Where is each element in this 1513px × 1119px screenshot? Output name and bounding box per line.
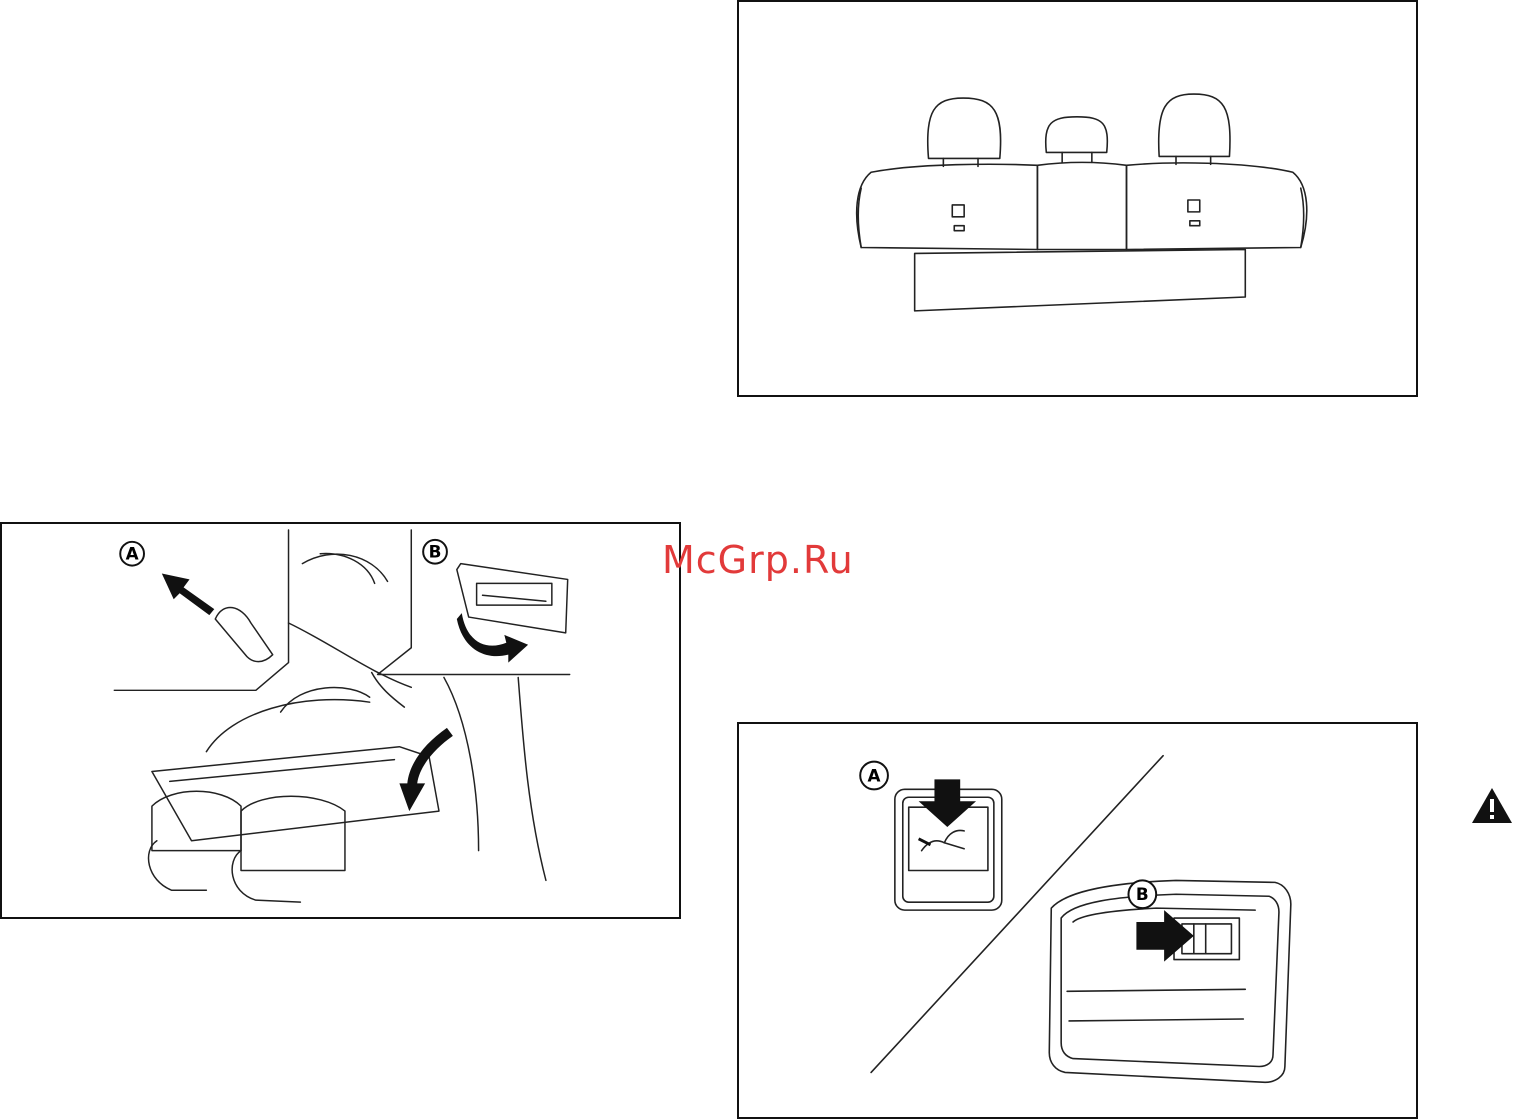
callout-b-fold: B: [423, 540, 447, 564]
watermark-text: McGrp.Ru: [662, 538, 854, 582]
warning-triangle-icon: [1470, 786, 1513, 826]
callout-b-control: B: [1128, 880, 1156, 908]
rear-seat-drawing: [739, 2, 1416, 395]
pull-arrow-icon: [162, 573, 214, 615]
seat-control-drawing: A B: [739, 724, 1416, 1117]
seat-fold-illustration: A B: [0, 522, 681, 919]
svg-text:B: B: [1136, 884, 1149, 904]
seat-fold-drawing: A B: [2, 524, 679, 917]
svg-text:B: B: [429, 542, 442, 562]
svg-text:A: A: [868, 765, 881, 785]
rear-seat-illustration: [737, 0, 1418, 397]
fold-down-arrow-icon: [399, 728, 452, 811]
svg-text:A: A: [126, 544, 139, 564]
seat-control-illustration: A B: [737, 722, 1418, 1119]
callout-a-control: A: [860, 762, 888, 790]
press-down-arrow-icon: [919, 779, 976, 827]
callout-a-fold: A: [120, 542, 144, 566]
